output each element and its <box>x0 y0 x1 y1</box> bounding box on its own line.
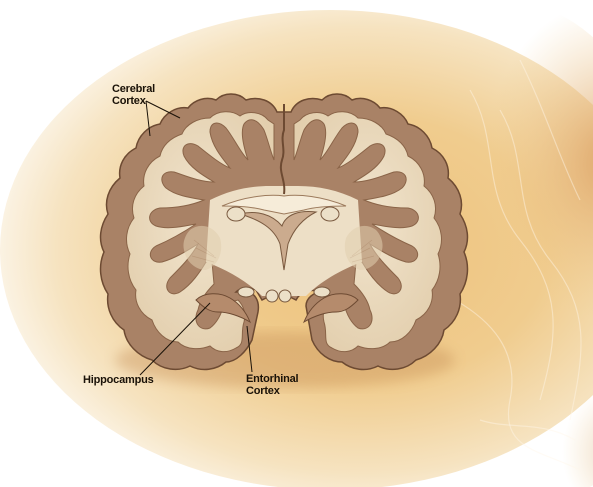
hippocampus-label: Hippocampus <box>83 374 154 386</box>
entorhinal-cortex-label-line1: Entorhinal <box>246 373 298 385</box>
cerebral-cortex-label: Cerebral Cortex <box>112 83 155 107</box>
entorhinal-cortex-label-line2: Cortex <box>246 385 298 397</box>
cerebral-cortex-label-line1: Cerebral <box>112 83 155 95</box>
entorhinal-cortex-label: Entorhinal Cortex <box>246 373 298 397</box>
cerebral-cortex-label-line2: Cortex <box>112 95 155 107</box>
